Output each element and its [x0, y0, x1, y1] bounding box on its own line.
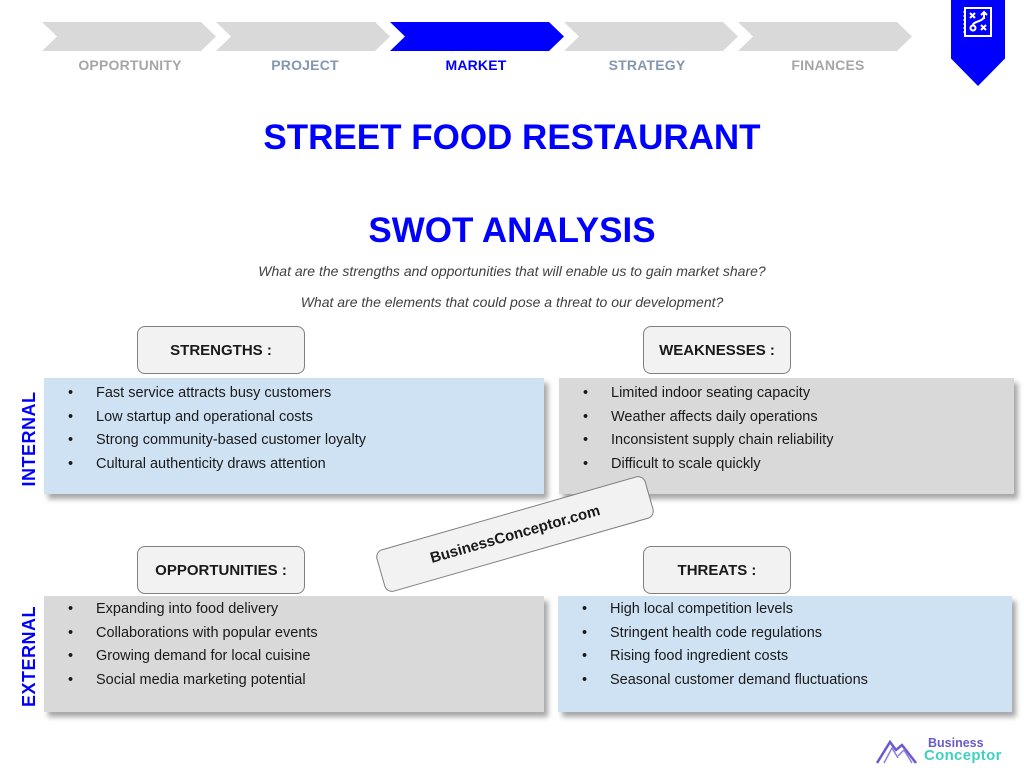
section-title: SWOT ANALYSIS	[368, 211, 656, 250]
list-item: •High local competition levels	[582, 601, 793, 617]
step-label-strategy[interactable]: STRATEGY	[608, 57, 686, 73]
strengths-card: •Fast service attracts busy customers •L…	[44, 378, 544, 494]
logo-text-conceptor: Conceptor	[924, 747, 1002, 764]
list-item: •Growing demand for local cuisine	[68, 648, 311, 664]
axis-label-internal: INTERNAL	[19, 391, 39, 487]
step-strategy[interactable]	[564, 22, 738, 51]
step-label-project[interactable]: PROJECT	[271, 57, 339, 73]
subtitle-question-1: What are the strengths and opportunities…	[258, 263, 766, 279]
strengths-label: STRENGTHS :	[137, 326, 305, 374]
opportunities-label: OPPORTUNITIES :	[137, 546, 305, 594]
strategy-plan-icon	[963, 7, 992, 37]
list-item: •Limited indoor seating capacity	[583, 385, 811, 401]
axis-label-external: EXTERNAL	[19, 605, 39, 707]
step-opportunity[interactable]	[42, 22, 216, 51]
step-finances[interactable]	[738, 22, 912, 51]
step-label-finances[interactable]: FINANCES	[791, 57, 865, 73]
list-item: •Weather affects daily operations	[583, 408, 818, 425]
list-item: •Fast service attracts busy customers	[68, 385, 332, 401]
step-market[interactable]	[390, 22, 564, 51]
list-item: •Low startup and operational costs	[68, 408, 313, 425]
opportunities-card: •Expanding into food delivery •Collabora…	[44, 596, 544, 712]
logo-text-business: Business	[928, 736, 984, 750]
page-title: STREET FOOD RESTAURANT	[263, 118, 761, 157]
weaknesses-label: WEAKNESSES :	[643, 326, 791, 374]
list-item: •Expanding into food delivery	[68, 601, 279, 617]
threats-list: •High local competition levels •Stringen…	[558, 596, 1012, 692]
list-item: •Social media marketing potential	[68, 671, 306, 688]
list-item: •Seasonal customer demand fluctuations	[582, 671, 868, 688]
subtitle-question-2: What are the elements that could pose a …	[300, 294, 724, 310]
section-bookmark	[951, 0, 1005, 86]
list-item: •Stringent health code regulations	[582, 624, 823, 641]
threats-label: THREATS :	[643, 546, 791, 594]
weaknesses-list: •Limited indoor seating capacity •Weathe…	[559, 378, 1014, 476]
step-label-market[interactable]: MARKET	[445, 57, 507, 73]
business-conceptor-logo: Business Conceptor	[876, 734, 1006, 766]
list-item: •Rising food ingredient costs	[582, 648, 789, 664]
step-label-opportunity[interactable]: OPPORTUNITY	[78, 57, 182, 73]
list-item: •Difficult to scale quickly	[583, 455, 761, 472]
step-project[interactable]	[216, 22, 390, 51]
list-item: •Cultural authenticity draws attention	[68, 455, 326, 472]
list-item: •Inconsistent supply chain reliability	[583, 432, 834, 448]
list-item: •Collaborations with popular events	[68, 624, 318, 641]
strengths-list: •Fast service attracts busy customers •L…	[44, 378, 544, 476]
weaknesses-card: •Limited indoor seating capacity •Weathe…	[559, 378, 1014, 494]
threats-card: •High local competition levels •Stringen…	[558, 596, 1012, 712]
opportunities-list: •Expanding into food delivery •Collabora…	[44, 596, 544, 692]
mountain-logo-icon	[876, 739, 917, 764]
list-item: •Strong community-based customer loyalty	[68, 432, 366, 448]
